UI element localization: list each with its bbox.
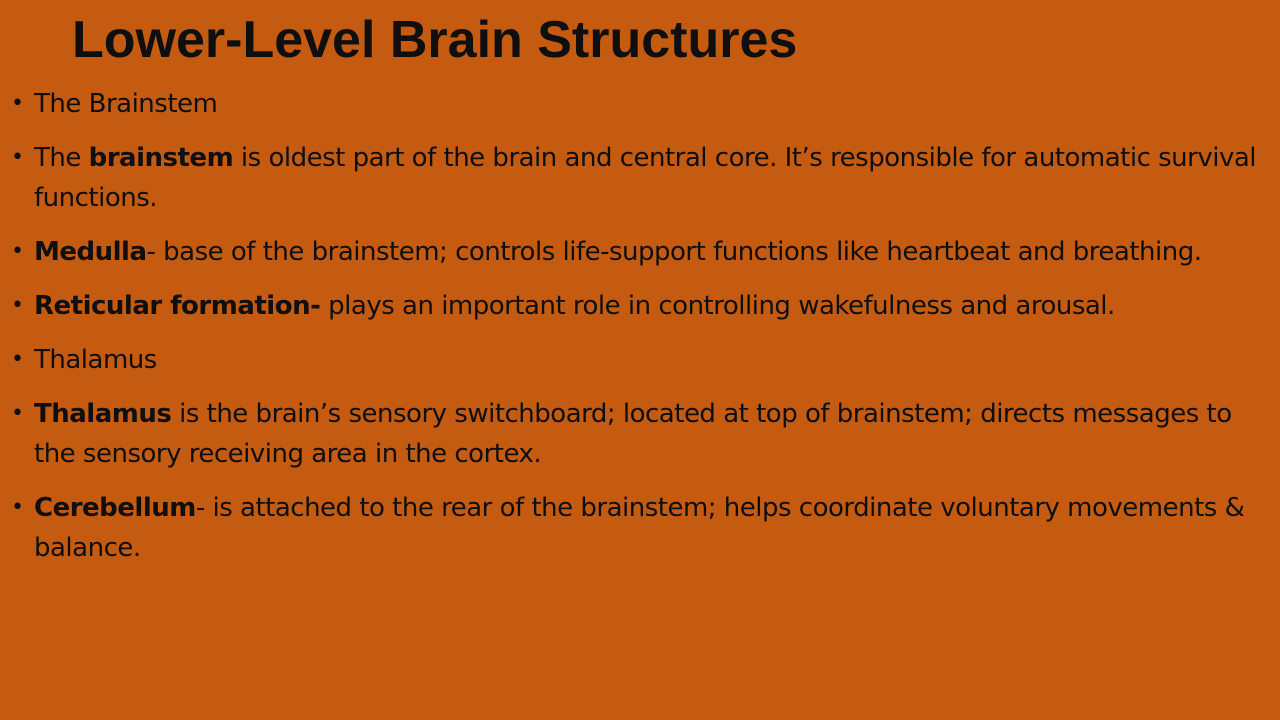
bullet-term: Reticular formation- <box>34 291 321 321</box>
bullet-term: brainstem <box>88 143 234 173</box>
slide-title: Lower-Level Brain Structures <box>72 11 798 69</box>
bullet-text: The Brainstem <box>34 89 218 119</box>
bullet-text: - is attached to the rear of the brainst… <box>34 493 1245 563</box>
bullet-text: - base of the brainstem; controls life-s… <box>146 237 1202 267</box>
bullet-term: Cerebellum <box>34 493 196 523</box>
bullet-dot-icon: • <box>11 495 24 520</box>
bullet-dot-icon: • <box>11 91 24 116</box>
bullet-item-thalamus: • Thalamus is the brain’s sensory switch… <box>0 394 1280 474</box>
bullet-term: Thalamus <box>34 399 172 429</box>
bullet-item-brainstem-heading: • The Brainstem <box>0 84 1280 124</box>
bullet-text: plays an important role in controlling w… <box>320 291 1115 321</box>
bullet-dot-icon: • <box>11 401 24 426</box>
bullet-item-medulla: • Medulla- base of the brainstem; contro… <box>0 232 1280 272</box>
bullet-lead: The <box>34 143 89 173</box>
bullet-list: • The Brainstem • The brainstem is oldes… <box>0 84 1280 582</box>
bullet-dot-icon: • <box>11 347 24 372</box>
bullet-text: is the brain’s sensory switchboard; loca… <box>34 399 1232 469</box>
bullet-item-cerebellum: • Cerebellum- is attached to the rear of… <box>0 488 1280 568</box>
bullet-item-brainstem: • The brainstem is oldest part of the br… <box>0 138 1280 218</box>
bullet-dot-icon: • <box>11 239 24 264</box>
bullet-text: is oldest part of the brain and central … <box>34 143 1257 213</box>
bullet-dot-icon: • <box>11 145 24 170</box>
bullet-dot-icon: • <box>11 293 24 318</box>
bullet-term: Medulla <box>34 237 147 267</box>
bullet-text: Thalamus <box>34 345 157 375</box>
bullet-item-reticular-formation: • Reticular formation- plays an importan… <box>0 286 1280 326</box>
bullet-item-thalamus-heading: • Thalamus <box>0 340 1280 380</box>
